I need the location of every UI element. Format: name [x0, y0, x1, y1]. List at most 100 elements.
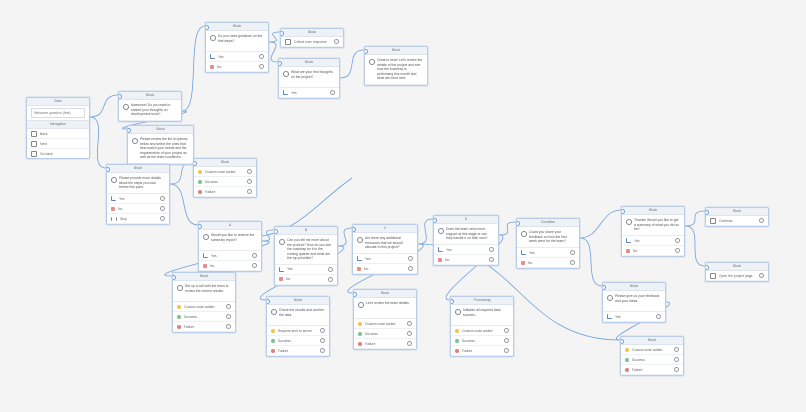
input-port[interactable] — [173, 275, 176, 280]
settings-icon[interactable] — [320, 348, 325, 353]
settings-icon[interactable] — [259, 54, 264, 59]
flow-node[interactable]: Block Please give us your feedback and y… — [602, 282, 666, 323]
settings-icon[interactable] — [328, 276, 333, 282]
node-output-row[interactable]: Yes — [603, 312, 665, 322]
node-output-row[interactable]: Request sent to server — [267, 326, 329, 336]
node-output-row[interactable]: Yes — [107, 194, 169, 204]
flow-node[interactable]: Block Set up a call with the team to rev… — [172, 272, 236, 333]
settings-icon[interactable] — [674, 367, 679, 372]
connection-wire[interactable] — [261, 229, 275, 242]
node-output-row[interactable]: Yes — [279, 88, 339, 98]
node-output-row[interactable]: Custom code added — [451, 326, 513, 336]
start-item[interactable]: Go back — [27, 149, 89, 158]
node-output-row[interactable]: Custom code added — [173, 302, 235, 312]
settings-icon[interactable] — [674, 357, 679, 362]
node-output-row[interactable]: Yes — [199, 251, 261, 261]
input-port[interactable] — [107, 167, 110, 172]
flow-node[interactable]: C Are there any additional resources tha… — [352, 224, 418, 275]
input-port[interactable] — [706, 265, 709, 270]
dragging-wire[interactable] — [261, 177, 353, 237]
settings-icon[interactable] — [674, 347, 679, 352]
connection-wire[interactable] — [684, 225, 706, 267]
flow-node[interactable]: Block What are your first thoughts on th… — [278, 58, 340, 99]
connection-wire[interactable] — [181, 25, 206, 112]
node-output-row[interactable]: Success — [451, 336, 513, 346]
node-output-row[interactable]: Custom code added — [354, 319, 416, 329]
flow-node[interactable]: Condition Could you share your feedback … — [516, 218, 580, 269]
connection-wire[interactable] — [498, 221, 517, 236]
node-output-row[interactable]: Yes — [206, 52, 268, 62]
settings-icon[interactable] — [759, 273, 764, 278]
settings-icon[interactable] — [407, 331, 412, 336]
settings-icon[interactable] — [408, 256, 413, 261]
settings-icon[interactable] — [247, 179, 252, 184]
flow-node[interactable]: Block Please review the list of options … — [127, 125, 194, 165]
connection-wire[interactable] — [579, 209, 622, 239]
node-output-row[interactable]: Custom code added — [621, 345, 683, 355]
node-output-row[interactable]: No — [353, 264, 417, 274]
flow-node[interactable]: Block Collect user response — [280, 28, 344, 48]
node-output-row[interactable]: Yes — [622, 236, 684, 246]
node-output-row[interactable]: No — [622, 246, 684, 256]
settings-icon[interactable] — [504, 338, 509, 343]
connection-wire[interactable] — [89, 116, 107, 169]
settings-icon[interactable] — [259, 64, 264, 69]
flow-node[interactable]: Block Open the project page — [705, 262, 769, 282]
input-port[interactable] — [451, 299, 454, 304]
connection-wire[interactable] — [89, 94, 119, 118]
settings-icon[interactable] — [160, 196, 165, 201]
settings-icon[interactable] — [226, 314, 231, 319]
flow-node[interactable]: A Would you like to receive the summary … — [198, 221, 262, 272]
input-port[interactable] — [267, 299, 270, 304]
input-port[interactable] — [194, 161, 197, 166]
connection-wire[interactable] — [684, 210, 706, 227]
node-output-row[interactable]: No — [199, 261, 261, 271]
input-port[interactable] — [199, 224, 202, 229]
settings-icon[interactable] — [247, 189, 252, 194]
input-port[interactable] — [603, 285, 606, 290]
start-selector[interactable]: Welcome question (first) — [31, 108, 85, 118]
settings-icon[interactable] — [252, 263, 257, 268]
flow-node[interactable]: D Does the team need more support at thi… — [433, 215, 499, 266]
input-port[interactable] — [621, 339, 624, 344]
connection-wire[interactable] — [268, 31, 281, 43]
flow-node[interactable]: Block Check the results and confirm the … — [266, 296, 330, 357]
flow-node[interactable]: Block Thanks! Would you like to get a su… — [621, 206, 685, 257]
settings-icon[interactable] — [656, 314, 661, 319]
input-port[interactable] — [128, 128, 131, 133]
settings-icon[interactable] — [570, 250, 575, 255]
node-output-row[interactable]: Failure — [194, 187, 256, 197]
settings-icon[interactable] — [334, 39, 339, 44]
input-port[interactable] — [706, 210, 709, 215]
settings-icon[interactable] — [320, 338, 325, 343]
node-output-row[interactable]: Yes — [517, 248, 579, 258]
flow-node[interactable]: Block Awesome! Do you want to shared you… — [118, 91, 182, 122]
node-output-row[interactable]: No — [107, 204, 169, 214]
node-output-row[interactable]: Collect user response — [281, 37, 343, 47]
flow-node[interactable]: Block Do you need guidance on the first … — [205, 22, 269, 73]
input-port[interactable] — [275, 229, 278, 234]
settings-icon[interactable] — [247, 169, 252, 174]
flow-node[interactable]: Block Continue — [705, 207, 769, 227]
input-port[interactable] — [434, 218, 437, 223]
input-port[interactable] — [365, 49, 368, 54]
settings-icon[interactable] — [504, 328, 509, 333]
node-output-row[interactable]: Success — [267, 336, 329, 346]
node-output-row[interactable]: Failure — [267, 346, 329, 356]
settings-icon[interactable] — [759, 218, 764, 223]
node-output-row[interactable]: Success — [194, 177, 256, 187]
input-port[interactable] — [119, 94, 122, 99]
flow-node[interactable]: Block Custom code added Success Failure — [193, 158, 257, 198]
connection-wire[interactable] — [579, 237, 603, 287]
settings-icon[interactable] — [570, 260, 575, 265]
connection-wire[interactable] — [169, 183, 199, 226]
node-output-row[interactable]: Failure — [173, 322, 235, 332]
settings-icon[interactable] — [489, 247, 494, 252]
flow-node[interactable]: Block Please provide more details about … — [106, 164, 170, 225]
node-output-row[interactable]: No — [517, 258, 579, 268]
settings-icon[interactable] — [407, 321, 412, 326]
node-output-row[interactable]: No — [434, 255, 498, 265]
settings-icon[interactable] — [226, 324, 231, 329]
flow-node[interactable]: B Can you tell me more about the product… — [274, 226, 338, 286]
